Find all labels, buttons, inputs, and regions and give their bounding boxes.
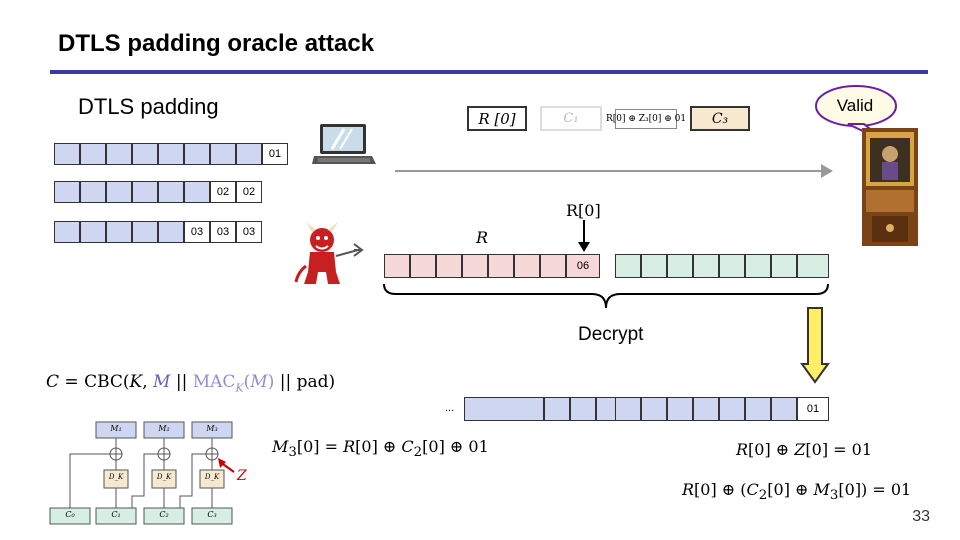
c3-cell: [745, 254, 771, 278]
packet-c1-box: C₁: [540, 106, 602, 131]
r-cell: [384, 254, 410, 278]
dec-cell: [667, 397, 693, 421]
oracle-machine-icon: [862, 128, 918, 246]
r-cell: [436, 254, 462, 278]
pad-cell: [184, 143, 210, 165]
m3-label: M₃: [206, 424, 218, 433]
pad-byte: 03: [236, 221, 262, 243]
pad-cell: [80, 181, 106, 203]
dk-label: D_K: [108, 473, 124, 481]
pad-cell: [106, 143, 132, 165]
packet-formula-box: R[0] ⊕ Z₃[0] ⊕ 01: [606, 109, 686, 129]
pad-cell: [132, 143, 158, 165]
m3-equation: M3[0] = R[0] ⊕ C2[0] ⊕ 01: [272, 437, 489, 461]
c3-cell: [771, 254, 797, 278]
final-equation: R[0] ⊕ (C2[0] ⊕ M3[0]) = 01: [682, 480, 912, 504]
c3-cell: [719, 254, 745, 278]
c3-cell: [797, 254, 829, 278]
c3-cell: [667, 254, 693, 278]
pad-cell: [106, 221, 132, 243]
pad-cell: [132, 181, 158, 203]
r-last-byte: 06: [566, 254, 600, 278]
pad-cell: [106, 181, 132, 203]
cbc-equation: C = CBC(K, M || MACK(M) || pad): [46, 372, 336, 395]
r-cell: [462, 254, 488, 278]
pad-cell: [80, 221, 106, 243]
decrypt-label: Decrypt: [578, 324, 644, 345]
m1-label: M₁: [110, 424, 122, 433]
r0-label: R[0]: [566, 201, 601, 220]
section-heading: DTLS padding: [78, 94, 219, 119]
pad-cell: [158, 221, 184, 243]
r-cell: [410, 254, 436, 278]
cbc-decryption-diagram: [49, 421, 235, 525]
m2-label: M₂: [158, 424, 170, 433]
pad-byte: 03: [210, 221, 236, 243]
pad-cell: [236, 143, 262, 165]
c1-label: C₁: [111, 510, 121, 519]
r-cell: [514, 254, 540, 278]
down-arrow-icon: [800, 307, 830, 384]
pt-cell: [544, 397, 570, 421]
z-label: Z: [237, 468, 247, 484]
pad-cell: [80, 143, 106, 165]
decrypted-block-row: 01: [615, 397, 829, 421]
oracle-response: Valid: [836, 96, 874, 115]
c2-label: C₂: [159, 510, 169, 519]
dec-last-byte: 01: [797, 397, 829, 421]
r-cell: [540, 254, 566, 278]
pad-byte: 02: [210, 181, 236, 203]
dk-label: D_K: [156, 473, 172, 481]
packet-r0-box: R [0]: [467, 106, 527, 131]
dec-cell: [719, 397, 745, 421]
c3-block-row: [615, 254, 829, 278]
padding-row-2: 02 02: [54, 181, 262, 203]
dk-label: D_K: [204, 473, 220, 481]
pt-cell: [464, 397, 544, 421]
dec-cell: [745, 397, 771, 421]
pad-cell: [184, 181, 210, 203]
c3-label: C₃: [207, 510, 217, 519]
c3-cell: [615, 254, 641, 278]
slide-title: DTLS padding oracle attack: [58, 30, 375, 57]
c3-cell: [693, 254, 719, 278]
pt-cell: [570, 397, 596, 421]
dec-cell: [641, 397, 667, 421]
page-number: 33: [912, 508, 930, 525]
r0-pointer-arrow: [578, 220, 590, 252]
packet-c3-box: C₃: [690, 106, 750, 131]
devil-icon: [294, 222, 364, 284]
ellipsis: ...: [445, 402, 455, 414]
r-label: R: [476, 228, 489, 247]
pad-byte: 03: [184, 221, 210, 243]
pad-byte: 01: [262, 143, 288, 165]
pad-cell: [54, 143, 80, 165]
decrypt-brace: [383, 283, 829, 309]
dec-cell: [615, 397, 641, 421]
title-underline: [50, 70, 928, 74]
padding-row-1: 01: [54, 143, 288, 165]
r-block-row: 06: [384, 254, 600, 278]
dec-cell: [771, 397, 797, 421]
dec-cell: [693, 397, 719, 421]
pad-cell: [132, 221, 158, 243]
pad-cell: [54, 221, 80, 243]
pad-cell: [210, 143, 236, 165]
send-arrow: [395, 164, 833, 178]
pad-cell: [158, 181, 184, 203]
pad-byte: 02: [236, 181, 262, 203]
laptop-icon: [312, 124, 376, 164]
c3-cell: [641, 254, 667, 278]
rz-equation: R[0] ⊕ Z[0] = 01: [736, 440, 873, 459]
r-cell: [488, 254, 514, 278]
c0-label: C₀: [65, 510, 75, 519]
pad-cell: [158, 143, 184, 165]
pad-cell: [54, 181, 80, 203]
padding-row-3: 03 03 03: [54, 221, 262, 243]
